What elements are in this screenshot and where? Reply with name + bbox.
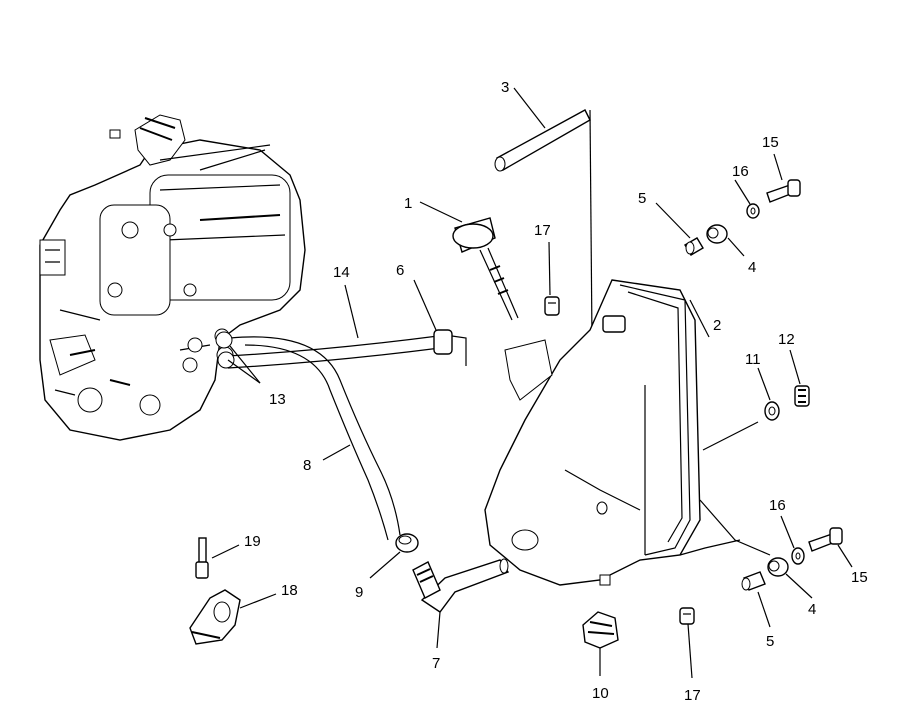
part-19-pin[interactable] <box>195 537 209 579</box>
callout-2: 2 <box>713 317 721 334</box>
part-15-bolt-lower[interactable] <box>808 527 843 552</box>
callout-17-upper: 17 <box>534 222 551 239</box>
part-5-spacer-lower[interactable] <box>741 571 766 591</box>
callout-11: 11 <box>745 351 761 368</box>
callout-8: 8 <box>303 457 311 474</box>
part-12-drain-plug[interactable] <box>794 385 810 407</box>
callout-labels: 3 1 5 4 15 16 17 6 14 13 2 11 12 8 9 7 1… <box>244 79 868 704</box>
callout-6: 6 <box>396 262 404 279</box>
callout-7: 7 <box>432 655 440 672</box>
part-16-washer-upper[interactable] <box>746 203 760 219</box>
callout-16-upper: 16 <box>732 163 749 180</box>
callout-16-lower: 16 <box>769 497 786 514</box>
engine-assembly <box>39 114 306 441</box>
part-4-grommet-lower[interactable] <box>767 557 789 577</box>
part-3-tube[interactable] <box>494 109 593 341</box>
part-11-washer[interactable] <box>764 401 780 421</box>
part-10-filler-cap[interactable] <box>582 611 619 649</box>
callout-9: 9 <box>355 584 363 601</box>
callout-15-upper: 15 <box>762 134 779 151</box>
part-9-clamp[interactable] <box>395 533 419 553</box>
callout-14: 14 <box>333 264 350 281</box>
part-16-washer-lower[interactable] <box>791 547 805 565</box>
part-5-spacer-upper[interactable] <box>684 237 704 256</box>
part-7-elbow-fitting[interactable] <box>412 558 510 613</box>
part-15-bolt-upper[interactable] <box>766 179 801 203</box>
callout-5-upper: 5 <box>638 190 646 207</box>
part-1-dipstick[interactable] <box>452 217 519 321</box>
part-18-bracket[interactable] <box>189 589 241 645</box>
callout-4-upper: 4 <box>748 259 756 276</box>
callout-15-lower: 15 <box>851 569 868 586</box>
callout-5-lower: 5 <box>766 633 774 650</box>
part-13-clamps[interactable] <box>215 331 235 369</box>
callout-1: 1 <box>404 195 412 212</box>
part-4-grommet-upper[interactable] <box>706 224 728 244</box>
part-17-nut-lower[interactable] <box>679 607 695 625</box>
part-2-oil-tank[interactable] <box>484 279 771 586</box>
leader-lines <box>211 87 853 679</box>
part-6-clamp[interactable] <box>433 329 467 366</box>
callout-18: 18 <box>281 582 298 599</box>
part-8-hose[interactable] <box>229 336 401 541</box>
part-17-nut-upper[interactable] <box>544 296 560 316</box>
callout-17-lower: 17 <box>684 687 701 704</box>
callout-13: 13 <box>269 391 286 408</box>
callout-10: 10 <box>592 685 609 702</box>
callout-12: 12 <box>778 331 795 348</box>
callout-19: 19 <box>244 533 261 550</box>
callout-3: 3 <box>501 79 509 96</box>
part-14-hose[interactable] <box>227 335 441 369</box>
callout-4-lower: 4 <box>808 601 816 618</box>
